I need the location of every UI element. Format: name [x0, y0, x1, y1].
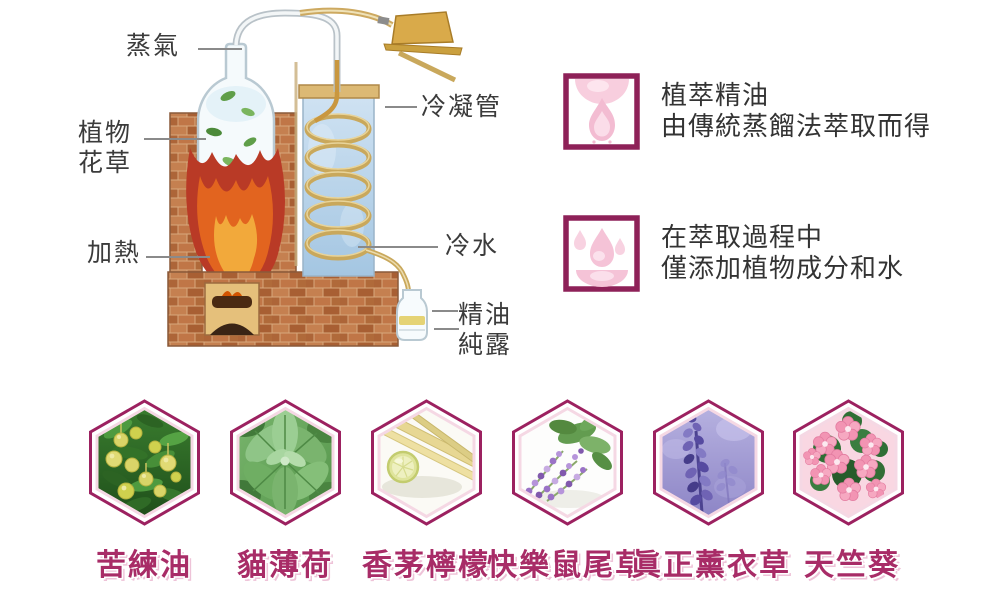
ingredient-label-geranium: 天竺葵 [804, 548, 900, 583]
info-box-ingredients: 在萃取過程中 僅添加植物成分和水 [563, 215, 904, 292]
distillation-illustration [167, 7, 463, 347]
ingredient-hex-clary-sage [511, 399, 624, 526]
connector-line-condenser [385, 106, 417, 108]
ingredient-label-lavender: 眞正薰衣草 [631, 548, 791, 583]
label-heat: 加熱 [87, 238, 142, 267]
connector-line-oil [432, 310, 458, 312]
info-box-extraction: 植萃精油 由傳統蒸餾法萃取而得 [563, 73, 931, 150]
ingredient-label-catnip: 貓薄荷 [237, 548, 333, 583]
ingredient-label-neem: 苦練油 [96, 548, 192, 583]
label-condenser: 冷凝管 [421, 92, 503, 121]
flame-icon [563, 73, 640, 150]
catnip-photo [230, 399, 341, 526]
collection-flask [396, 289, 428, 341]
ingredient-hex-neem [88, 399, 201, 526]
connector-line-hydrosol [434, 328, 459, 330]
water-drops-icon [563, 215, 640, 292]
true-lavender-photo [653, 399, 764, 526]
clary-sage-photo [512, 399, 623, 526]
ingredient-hex-catnip [229, 399, 342, 526]
info-extraction-line1: 植萃精油 [661, 80, 770, 111]
label-cold-water: 冷水 [445, 231, 500, 260]
connector-line-cold-water [358, 246, 438, 248]
info-ingredients-line1: 在萃取過程中 [661, 222, 824, 253]
neem-fruit-photo [89, 399, 200, 526]
label-plant: 植物 花草 [78, 118, 132, 178]
label-steam: 蒸氣 [126, 31, 181, 60]
fire [186, 148, 285, 298]
lemongrass-lemon-photo [371, 399, 482, 526]
label-oil-line2: 純露 [458, 330, 513, 359]
stove [204, 282, 260, 336]
label-plant-line1: 植物 [78, 118, 133, 147]
label-oil-hydrosol: 精油 純露 [458, 300, 512, 360]
label-oil-line1: 精油 [458, 300, 513, 329]
steam-tube [232, 7, 394, 123]
info-ingredients-line2: 僅添加植物成分和水 [661, 253, 905, 284]
ingredient-label-clary-sage: 快樂鼠尾草 [487, 548, 647, 583]
connector-line-heat [146, 256, 210, 258]
ingredient-hex-geranium [792, 399, 905, 526]
label-plant-line2: 花草 [78, 148, 133, 177]
ingredient-hex-lemongrass [370, 399, 483, 526]
ingredient-label-lemongrass: 香茅檸檬 [362, 548, 490, 583]
connector-line-steam [198, 48, 242, 50]
info-extraction-line2: 由傳統蒸餾法萃取而得 [661, 111, 932, 142]
collector-hat [383, 11, 463, 83]
brick-base [167, 271, 399, 347]
geranium-photo [793, 399, 904, 526]
connector-line-plant [144, 138, 206, 140]
ingredient-hex-lavender [652, 399, 765, 526]
